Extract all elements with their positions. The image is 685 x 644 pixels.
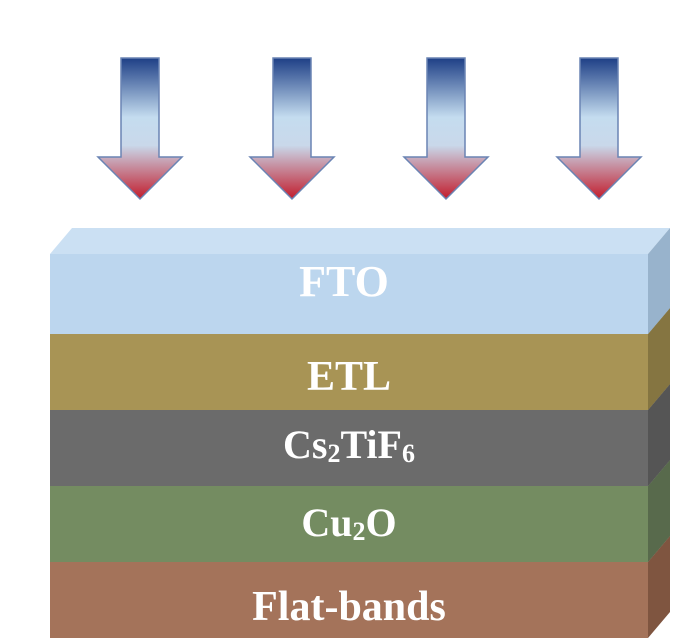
- cu2o-front-face: [50, 486, 648, 562]
- cu2o-label: Cu2O: [301, 500, 396, 546]
- etl-label: ETL: [307, 354, 391, 400]
- cu2o-side-face: [648, 460, 670, 562]
- flat-bands-label: Flat-bands: [252, 584, 446, 630]
- fto-label: FTO: [299, 257, 389, 306]
- cs2tif6-front-face: [50, 410, 648, 486]
- fto-top-face: [50, 228, 670, 254]
- cs2tif6-side-face: [648, 384, 670, 486]
- cs2tif6-label: Cs2TiF6: [283, 422, 415, 468]
- etl-front-face: [50, 334, 648, 410]
- flat-bands-front-face: [50, 562, 648, 638]
- light-arrow-4: [555, 57, 643, 201]
- incident-light-arrows: [96, 57, 643, 201]
- light-arrow-1: [96, 57, 184, 201]
- flat-bands-side-face: [648, 536, 670, 638]
- fto-side-face: [648, 228, 670, 334]
- light-arrow-3: [402, 57, 490, 201]
- device-layer-stack: Flat-bands Cu2O Cs2TiF6 ETL: [50, 228, 670, 638]
- fto-front-face: [50, 254, 648, 334]
- light-arrow-2: [248, 57, 336, 201]
- layer-fto: FTO: [50, 228, 670, 334]
- etl-side-face: [648, 308, 670, 410]
